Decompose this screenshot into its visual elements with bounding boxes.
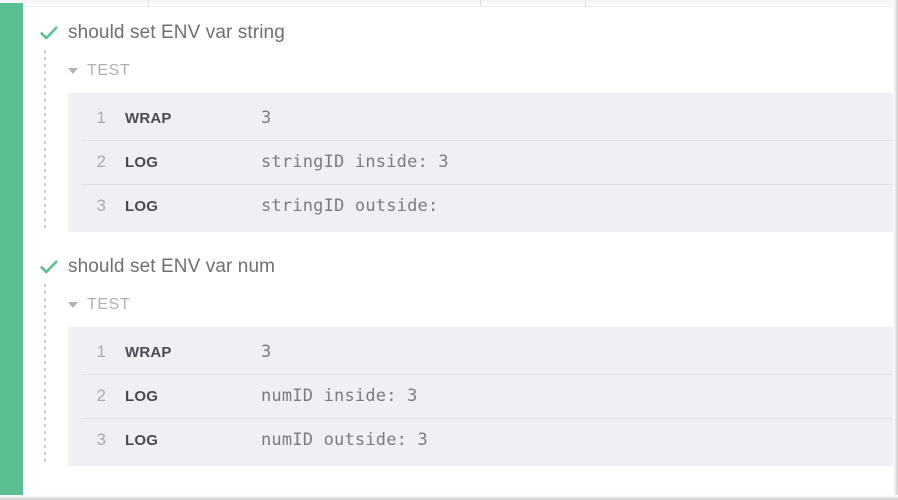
command-log-table: 1 WRAP 3 2 LOG stringID inside: 3 3 LOG … [68, 93, 898, 232]
test-status-rail [0, 3, 23, 497]
table-row[interactable]: 1 WRAP 3 [68, 330, 898, 374]
log-row-method: LOG [125, 387, 159, 405]
log-row-method: LOG [125, 197, 159, 215]
test-title: should set ENV var string [68, 22, 285, 43]
command-group: TEST 1 WRAP 3 2 LOG numID inside: 3 3 [44, 282, 898, 466]
test-header[interactable]: should set ENV var string [23, 18, 893, 48]
command-group-guide-line [44, 50, 46, 232]
test-title: should set ENV var num [68, 256, 276, 277]
log-row-method: LOG [125, 153, 159, 171]
command-group-toggle[interactable]: TEST [68, 48, 893, 90]
test-header[interactable]: should set ENV var num [23, 252, 893, 282]
log-row-number: 1 [96, 108, 106, 127]
test-results-list[interactable]: should set ENV var string TEST 1 WRAP 3 … [23, 7, 898, 495]
command-group-label: TEST [87, 296, 131, 313]
table-row[interactable]: 3 LOG numID outside: 3 [68, 418, 898, 462]
command-group-toggle[interactable]: TEST [68, 282, 893, 324]
log-row-number: 2 [96, 152, 106, 171]
app-header-strip [0, 0, 898, 7]
header-column-divider-3 [585, 0, 586, 6]
command-group-label: TEST [87, 62, 131, 79]
check-icon [40, 26, 58, 40]
log-row-method: LOG [125, 431, 159, 449]
log-row-number: 3 [96, 196, 106, 215]
table-row[interactable]: 1 WRAP 3 [68, 96, 898, 140]
test-block: should set ENV var string TEST 1 WRAP 3 … [23, 7, 898, 232]
test-block: should set ENV var num TEST 1 WRAP 3 2 [23, 232, 898, 466]
table-row[interactable]: 3 LOG stringID outside: [68, 184, 898, 228]
log-row-message: numID outside: 3 [261, 430, 428, 450]
table-row[interactable]: 2 LOG stringID inside: 3 [68, 140, 898, 184]
header-column-divider-1 [148, 0, 149, 6]
log-row-method: WRAP [125, 109, 172, 127]
log-row-message: stringID inside: 3 [261, 152, 449, 172]
header-column-divider-2 [480, 0, 481, 6]
log-row-message: 3 [261, 342, 272, 362]
log-row-message: stringID outside: [261, 196, 439, 216]
command-log-table: 1 WRAP 3 2 LOG numID inside: 3 3 LOG num… [68, 327, 898, 466]
log-row-number: 2 [96, 386, 106, 405]
window-bottom-edge [0, 495, 898, 500]
log-row-number: 1 [96, 342, 106, 361]
log-row-method: WRAP [125, 343, 172, 361]
log-row-message: 3 [261, 108, 272, 128]
check-icon [40, 260, 58, 274]
window-right-edge [893, 0, 898, 500]
command-group: TEST 1 WRAP 3 2 LOG stringID inside: 3 [44, 48, 898, 232]
log-row-number: 3 [96, 430, 106, 449]
caret-down-icon[interactable] [68, 68, 78, 74]
command-group-guide-line [44, 284, 46, 466]
log-row-message: numID inside: 3 [261, 386, 418, 406]
table-row[interactable]: 2 LOG numID inside: 3 [68, 374, 898, 418]
caret-down-icon[interactable] [68, 302, 78, 308]
